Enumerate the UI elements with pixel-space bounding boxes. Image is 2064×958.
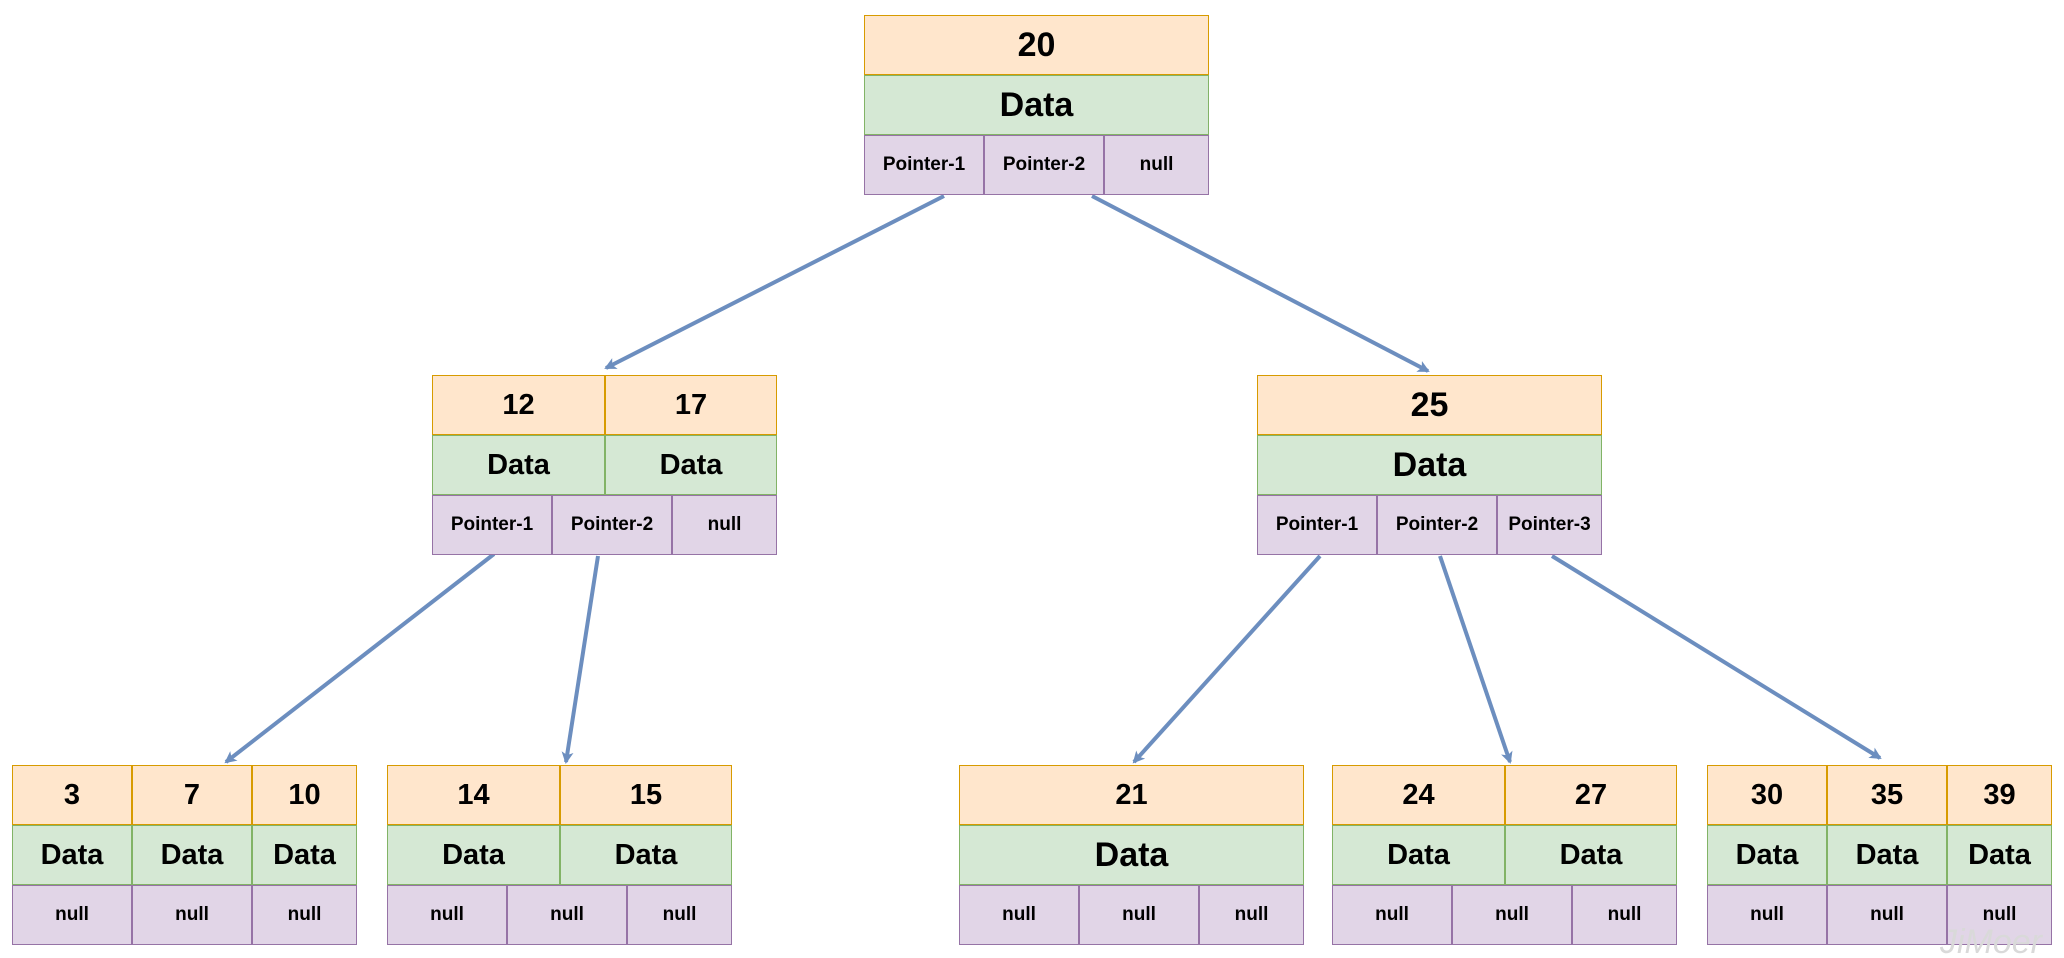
pointer-cell: null xyxy=(1199,885,1304,945)
node-25: 25 Data Pointer-1 Pointer-2 Pointer-3 xyxy=(1257,375,1602,555)
data-cell: Data xyxy=(1947,825,2052,885)
data-cell: Data xyxy=(1505,825,1677,885)
pointer-cell: Pointer-1 xyxy=(1257,495,1377,555)
pointer-cell: null xyxy=(12,885,132,945)
pointer-cell: null xyxy=(672,495,777,555)
data-cell: Data xyxy=(387,825,560,885)
pointer-cell: Pointer-3 xyxy=(1497,495,1602,555)
node-leaf-3-7-10: 3 7 10 Data Data Data null null null xyxy=(12,765,357,945)
data-cell: Data xyxy=(12,825,132,885)
data-cell: Data xyxy=(959,825,1304,885)
data-cell: Data xyxy=(1332,825,1505,885)
data-cell: Data xyxy=(1707,825,1827,885)
pointer-cell: null xyxy=(1452,885,1572,945)
key-cell: 14 xyxy=(387,765,560,825)
watermark: JiMoer xyxy=(1939,923,2042,958)
key-cell: 3 xyxy=(12,765,132,825)
key-cell: 15 xyxy=(560,765,732,825)
pointer-cell: null xyxy=(1332,885,1452,945)
pointer-cell: null xyxy=(1947,885,2052,945)
node-12-17: 12 17 Data Data Pointer-1 Pointer-2 null xyxy=(432,375,777,555)
key-cell: 30 xyxy=(1707,765,1827,825)
data-cell: Data xyxy=(1257,435,1602,495)
edge-root-to-12-17 xyxy=(604,194,945,370)
pointer-cell: null xyxy=(1707,885,1827,945)
node-root: 20 Data Pointer-1 Pointer-2 null xyxy=(864,15,1209,195)
data-cell: Data xyxy=(432,435,605,495)
key-cell: 10 xyxy=(252,765,357,825)
key-cell: 20 xyxy=(864,15,1209,75)
node-leaf-30-35-39: 30 35 39 Data Data Data null null null xyxy=(1707,765,2052,945)
node-leaf-21: 21 Data null null null xyxy=(959,765,1304,945)
pointer-cell: null xyxy=(507,885,627,945)
pointer-cell: null xyxy=(1079,885,1199,945)
pointer-cell: Pointer-2 xyxy=(552,495,672,555)
pointer-cell: null xyxy=(1104,135,1209,195)
edge-12-17-to-14-15 xyxy=(561,555,600,764)
node-leaf-14-15: 14 15 Data Data null null null xyxy=(387,765,732,945)
pointer-cell: null xyxy=(959,885,1079,945)
key-cell: 7 xyxy=(132,765,252,825)
pointer-cell: null xyxy=(252,885,357,945)
pointer-cell: null xyxy=(387,885,507,945)
data-cell: Data xyxy=(132,825,252,885)
pointer-cell: null xyxy=(1572,885,1677,945)
edge-25-to-30-35-39 xyxy=(1550,554,1882,760)
key-cell: 21 xyxy=(959,765,1304,825)
edge-root-to-25 xyxy=(1091,194,1430,373)
edge-12-17-to-3-7-10 xyxy=(224,552,496,764)
data-cell: Data xyxy=(560,825,732,885)
data-cell: Data xyxy=(1827,825,1947,885)
key-cell: 39 xyxy=(1947,765,2052,825)
pointer-cell: null xyxy=(1827,885,1947,945)
data-cell: Data xyxy=(864,75,1209,135)
key-cell: 25 xyxy=(1257,375,1602,435)
key-cell: 27 xyxy=(1505,765,1677,825)
pointer-cell: null xyxy=(627,885,732,945)
pointer-cell: null xyxy=(132,885,252,945)
data-cell: Data xyxy=(252,825,357,885)
key-cell: 35 xyxy=(1827,765,1947,825)
pointer-cell: Pointer-2 xyxy=(984,135,1104,195)
edge-25-to-21 xyxy=(1132,554,1322,764)
edge-25-to-24-27 xyxy=(1438,555,1513,764)
pointer-cell: Pointer-1 xyxy=(432,495,552,555)
data-cell: Data xyxy=(605,435,777,495)
key-cell: 12 xyxy=(432,375,605,435)
key-cell: 24 xyxy=(1332,765,1505,825)
node-leaf-24-27: 24 27 Data Data null null null xyxy=(1332,765,1677,945)
pointer-cell: Pointer-1 xyxy=(864,135,984,195)
key-cell: 17 xyxy=(605,375,777,435)
pointer-cell: Pointer-2 xyxy=(1377,495,1497,555)
